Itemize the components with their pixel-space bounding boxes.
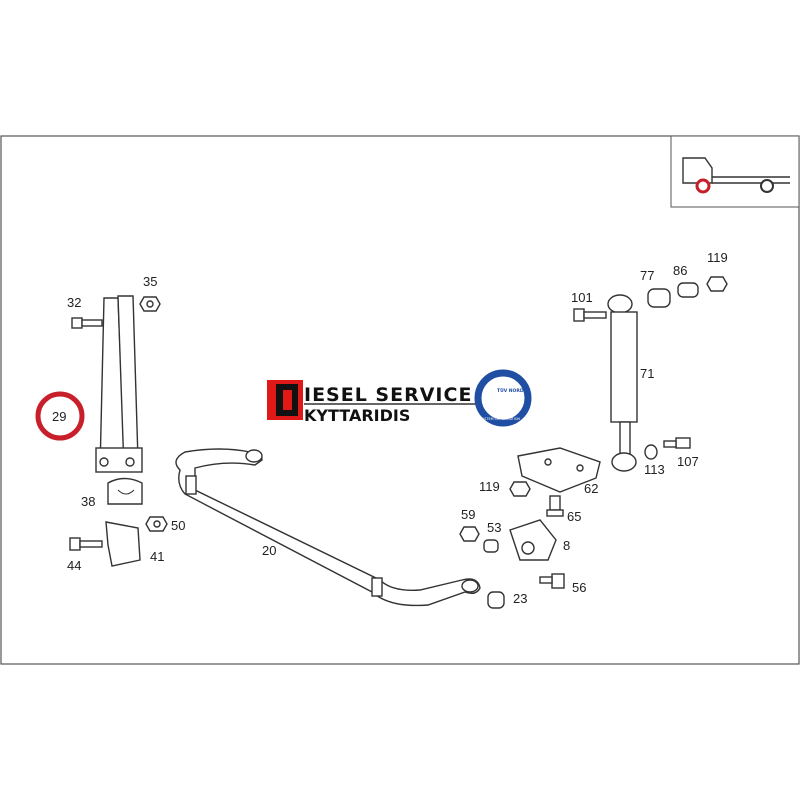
clamp-41 xyxy=(105,521,141,567)
nut-59 xyxy=(459,526,480,542)
bolt-101 xyxy=(573,308,607,322)
label-8[interactable]: 8 xyxy=(563,538,570,553)
sleeve-86 xyxy=(677,282,699,298)
diesel-service-logo: IESEL SERVICE KYTTARIDIS xyxy=(267,380,476,425)
bolt-56 xyxy=(539,573,565,589)
nut-35 xyxy=(139,296,161,312)
washer-113 xyxy=(644,444,658,460)
bushing-53 xyxy=(483,539,499,553)
label-50[interactable]: 50 xyxy=(171,518,185,533)
bushing-23 xyxy=(487,591,505,609)
svg-text:ISO 9001: ISO 9001 xyxy=(490,380,509,385)
bolt-107 xyxy=(663,437,691,449)
label-113[interactable]: 113 xyxy=(644,462,665,477)
svg-text:TÜV NORD: TÜV NORD xyxy=(497,387,524,394)
bolt-65 xyxy=(546,495,564,517)
bolt-32 xyxy=(71,317,103,329)
label-59[interactable]: 59 xyxy=(461,507,475,522)
nut-119-top xyxy=(706,276,728,292)
label-86[interactable]: 86 xyxy=(673,263,687,278)
svg-text:IESEL SERVICE: IESEL SERVICE xyxy=(304,384,472,406)
label-44[interactable]: 44 xyxy=(67,558,81,573)
svg-text:SYSTEM CERTIFICATION: SYSTEM CERTIFICATION xyxy=(480,417,520,421)
label-20[interactable]: 20 xyxy=(262,543,276,558)
bolt-44 xyxy=(69,537,103,551)
label-35[interactable]: 35 xyxy=(143,274,157,289)
stabilizer-bar-20 xyxy=(175,448,481,607)
label-119[interactable]: 119 xyxy=(479,479,500,494)
label-32[interactable]: 32 xyxy=(67,295,81,310)
tuv-certification-badge: ISO 9001 TÜV NORD SYSTEM CERTIFICATION xyxy=(474,369,532,427)
label-38[interactable]: 38 xyxy=(81,494,95,509)
label-41[interactable]: 41 xyxy=(150,549,164,564)
svg-text:KYTTARIDIS: KYTTARIDIS xyxy=(304,406,410,425)
nut-119 xyxy=(509,481,531,497)
label-29[interactable]: 29 xyxy=(52,409,66,424)
shock-absorber-71 xyxy=(607,294,638,472)
bracket-29 xyxy=(95,295,143,473)
label-77[interactable]: 77 xyxy=(640,268,654,283)
nut-50 xyxy=(145,516,168,532)
bracket-62 xyxy=(517,447,601,493)
label-71[interactable]: 71 xyxy=(640,366,654,381)
label-56[interactable]: 56 xyxy=(572,580,586,595)
label-62[interactable]: 62 xyxy=(584,481,598,496)
highlight-circle xyxy=(35,391,85,441)
truck-locator-icon xyxy=(670,135,800,208)
label-101[interactable]: 101 xyxy=(571,290,593,305)
label-65[interactable]: 65 xyxy=(567,509,581,524)
bracket-8 xyxy=(509,519,557,561)
label-119-top[interactable]: 119 xyxy=(707,250,728,265)
label-53[interactable]: 53 xyxy=(487,520,501,535)
label-107[interactable]: 107 xyxy=(677,454,699,469)
label-23[interactable]: 23 xyxy=(513,591,527,606)
bushing-38 xyxy=(107,477,143,505)
bushing-77 xyxy=(647,288,671,308)
